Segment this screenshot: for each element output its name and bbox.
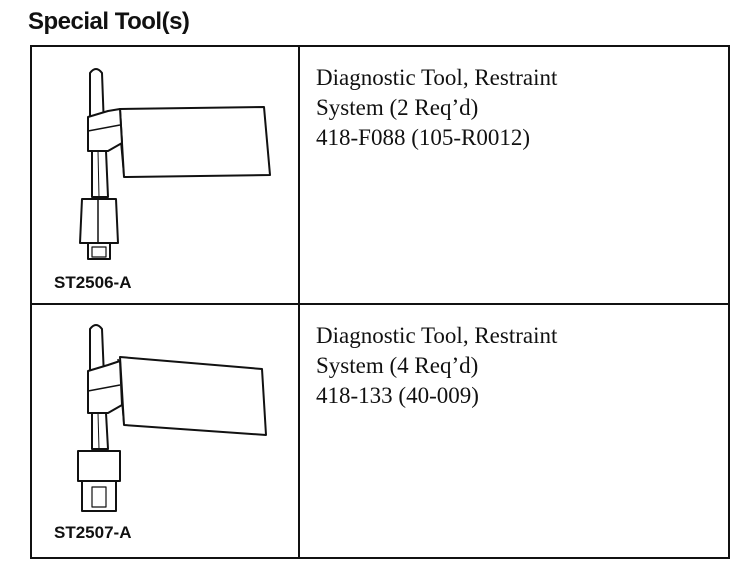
section-title: Special Tool(s) — [28, 8, 190, 35]
tool-illustration-cell: ST2507-A — [32, 305, 300, 557]
tool-illustration-id: ST2506-A — [54, 273, 132, 292]
tool-description-line: Diagnostic Tool, Restraint — [316, 65, 558, 90]
tool-description-line: System (2 Req’d) — [316, 95, 479, 120]
tool-description-line: Diagnostic Tool, Restraint — [316, 323, 558, 348]
tool-part-number: 418-133 (40-009) — [316, 383, 479, 408]
tool-illustration-id: ST2507-A — [54, 523, 132, 542]
tool-part-number: 418-F088 (105-R0012) — [316, 125, 531, 150]
diagnostic-tool-illustration — [77, 324, 267, 512]
tool-description-cell: Diagnostic Tool, Restraint System (2 Req… — [300, 47, 728, 303]
special-tools-table: ST2506-A Diagnostic Tool, Restraint Syst… — [30, 45, 730, 559]
tool-row: ST2507-A Diagnostic Tool, Restraint Syst… — [32, 305, 728, 557]
tool-illustration-cell: ST2506-A — [32, 47, 300, 303]
diagnostic-tool-illustration — [79, 68, 271, 260]
tool-row: ST2506-A Diagnostic Tool, Restraint Syst… — [32, 47, 728, 305]
tool-description-cell: Diagnostic Tool, Restraint System (4 Req… — [300, 305, 728, 557]
tool-description-line: System (4 Req’d) — [316, 353, 479, 378]
